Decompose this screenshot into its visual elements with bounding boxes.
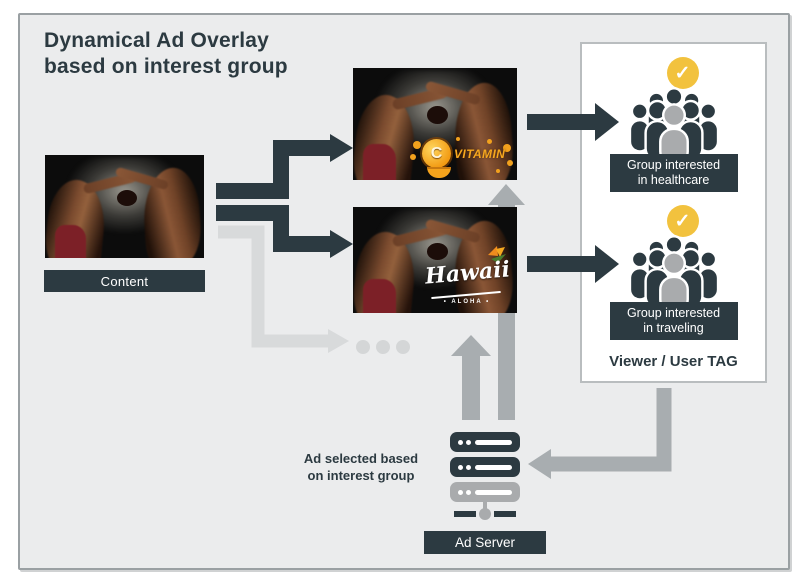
- note-line: Ad selected based: [303, 451, 419, 466]
- hawaii-ad-overlay: Hawaii • ALOHA •: [423, 246, 511, 310]
- group-label-line: in traveling: [643, 321, 704, 335]
- viewer-tag-panel: ✓ Group interested in healthcare: [580, 42, 767, 383]
- boxing-video-frame: [45, 155, 204, 258]
- hawaii-underline: [431, 290, 501, 300]
- ad-server-icon: [450, 432, 520, 528]
- orange-slice-icon: [427, 167, 451, 178]
- ad-server-label: Ad Server: [424, 531, 546, 554]
- hawaii-ad-text: Hawaii: [424, 256, 511, 290]
- interest-group-traveling: ✓ Group interested in traveling: [582, 205, 765, 355]
- diagram-title: Dynamical Ad Overlay based on interest g…: [44, 28, 384, 80]
- group-label-line: Group interested: [626, 158, 721, 172]
- title-line: Dynamical Ad Overlay: [44, 29, 269, 52]
- group-label-healthcare: Group interested in healthcare: [609, 154, 738, 192]
- content-label: Content: [44, 270, 205, 292]
- check-icon: ✓: [666, 57, 699, 89]
- hawaii-ad-subtext: • ALOHA •: [443, 299, 491, 305]
- boxing-video-frame: [353, 68, 517, 180]
- group-label-line: Group interested: [626, 306, 721, 320]
- more-ad-variants-dots: [356, 340, 410, 354]
- group-label-line: in healthcare: [637, 173, 710, 187]
- vitamin-ad-text: VITAMIN: [454, 147, 506, 161]
- interest-group-healthcare: ✓ Group interested in healthcare: [582, 57, 765, 207]
- viewer-tag-caption: Viewer / User TAG: [609, 353, 738, 370]
- hawaii-ad-video-thumbnail: Hawaii • ALOHA •: [353, 207, 517, 313]
- content-video-thumbnail: [45, 155, 204, 258]
- check-icon: ✓: [666, 205, 699, 237]
- people-group-icon: [628, 87, 719, 166]
- ad-selection-note: Ad selected based on interest group: [288, 450, 434, 484]
- title-line: based on interest group: [44, 55, 288, 78]
- vitamin-ad-video-thumbnail: C VITAMIN: [353, 68, 517, 180]
- note-line: on interest group: [307, 468, 415, 483]
- vitamin-ad-overlay: C VITAMIN: [410, 137, 514, 178]
- boxing-video-frame: [353, 207, 517, 313]
- group-label-traveling: Group interested in traveling: [609, 302, 738, 340]
- vitamin-c-logo-icon: C: [422, 139, 451, 168]
